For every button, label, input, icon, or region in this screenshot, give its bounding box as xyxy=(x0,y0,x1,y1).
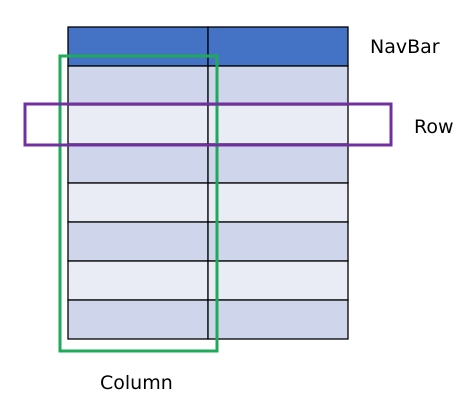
table-cell xyxy=(207,65,349,106)
table-cell xyxy=(67,221,209,262)
table-cell xyxy=(207,260,349,301)
table-cell xyxy=(67,65,209,106)
navbar-label: NavBar xyxy=(370,36,440,58)
table-cell xyxy=(67,104,209,145)
table-cell xyxy=(67,182,209,223)
navbar-cell xyxy=(207,26,349,67)
column-highlight-box xyxy=(58,54,219,353)
row-label: Row xyxy=(414,116,454,138)
table-cell xyxy=(67,299,209,340)
table-grid xyxy=(67,26,349,340)
column-label: Column xyxy=(100,372,173,394)
row-highlight-box xyxy=(23,102,393,147)
table-cell xyxy=(207,299,349,340)
table-cell xyxy=(207,182,349,223)
table-cell xyxy=(207,221,349,262)
table-cell xyxy=(207,143,349,184)
navbar-cell xyxy=(67,26,209,67)
table-cell xyxy=(207,104,349,145)
table-cell xyxy=(67,143,209,184)
table-cell xyxy=(67,260,209,301)
